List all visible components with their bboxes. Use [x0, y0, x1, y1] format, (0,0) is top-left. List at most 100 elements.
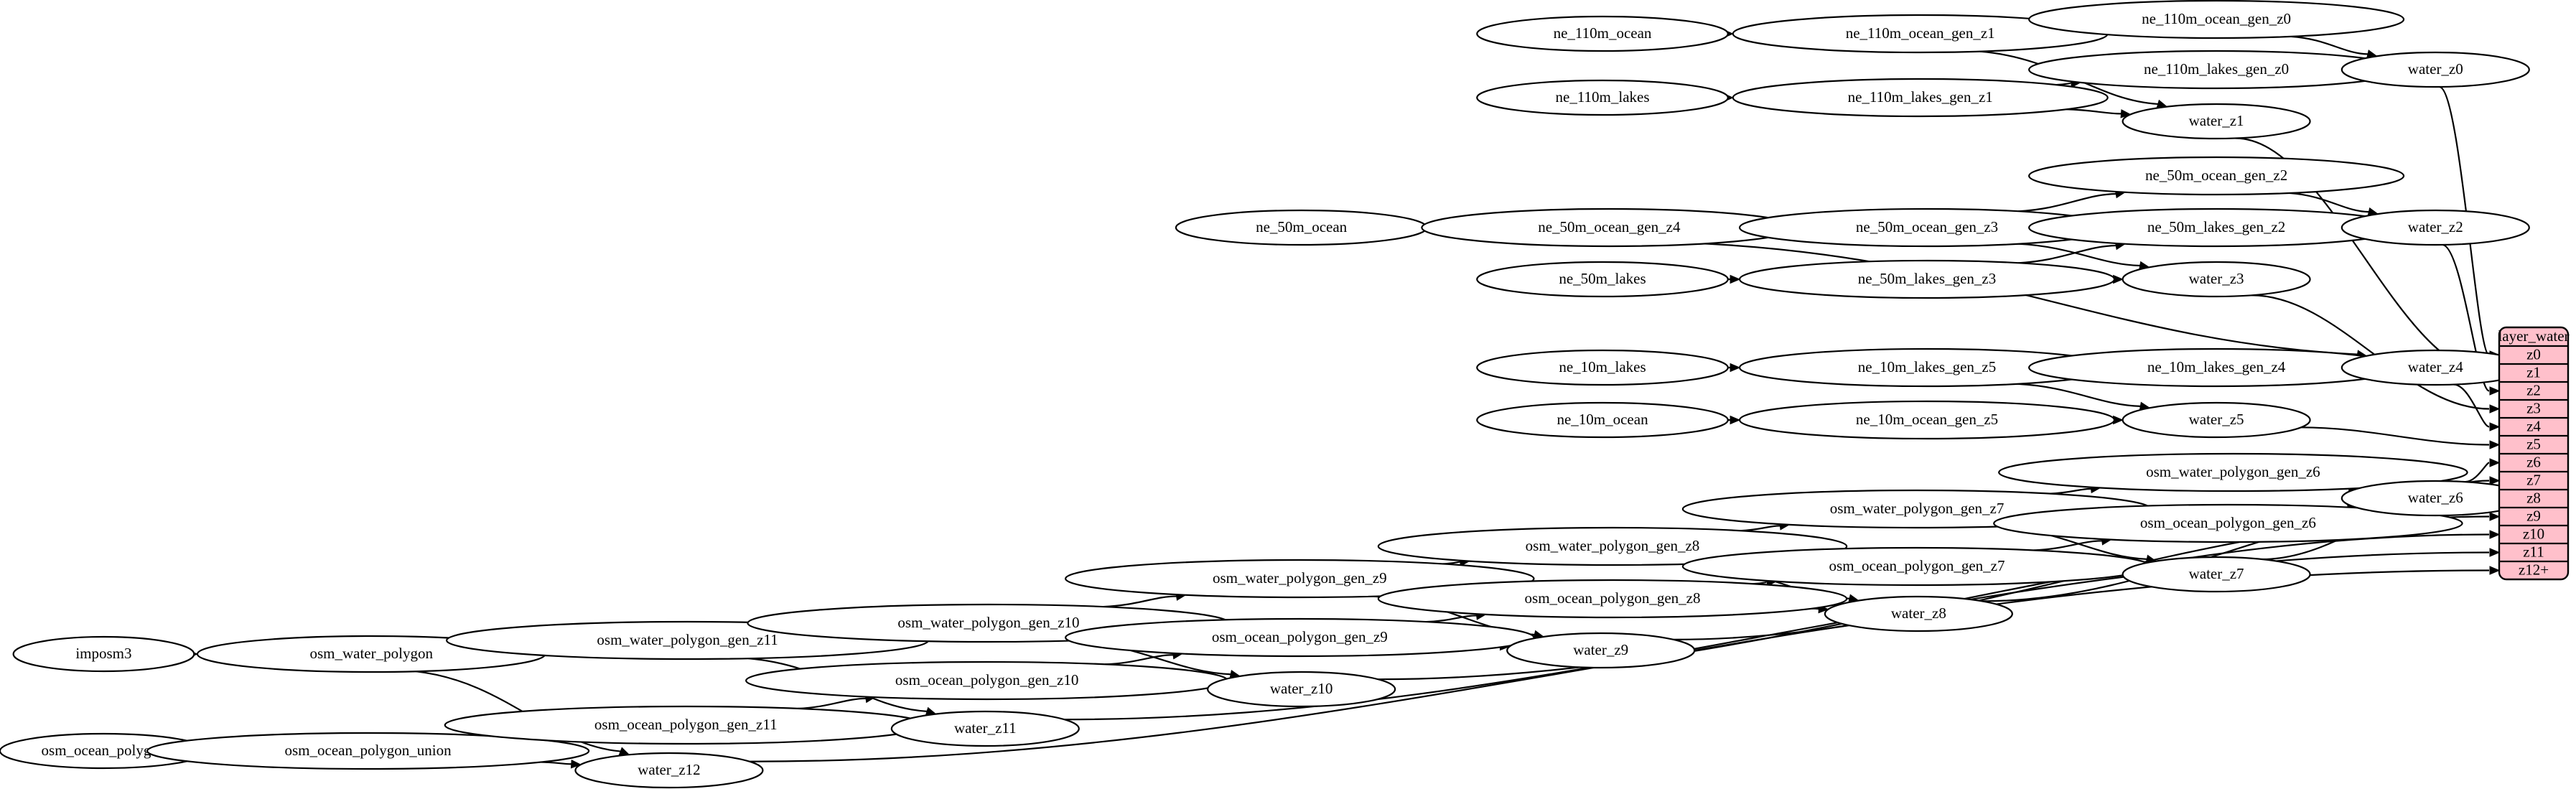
graph-node-water_z11[interactable]: water_z11 [890, 710, 1080, 747]
node-ellipse-shape[interactable] [890, 710, 1080, 747]
layer-water-row-z9[interactable]: z9 [2526, 507, 2541, 524]
node-ellipse-shape[interactable] [1476, 261, 1729, 298]
graph-node-ne_110m_lakes[interactable]: ne_110m_lakes [1476, 79, 1729, 116]
graph-node-ne_10m_lakes[interactable]: ne_10m_lakes [1476, 349, 1729, 386]
node-ellipse-shape[interactable] [1993, 503, 2463, 543]
edge-arrowhead-icon [1730, 363, 1741, 373]
edge-arrowhead-icon [2489, 530, 2501, 539]
layer-water-row-z3[interactable]: z3 [2526, 399, 2541, 416]
node-ellipse-shape[interactable] [2122, 401, 2311, 439]
graph-edge [797, 697, 867, 710]
graph-node-imposm3[interactable]: imposm3 [12, 635, 195, 673]
node-ellipse-shape[interactable] [1476, 79, 1729, 116]
graph-edge [1704, 243, 2358, 355]
node-ellipse-shape[interactable] [1738, 400, 2116, 440]
node-ellipse-shape[interactable] [1476, 349, 1729, 386]
node-ellipse-shape[interactable] [1738, 259, 2116, 299]
node-ellipse-shape[interactable] [2341, 209, 2530, 246]
graph-edge [2453, 383, 2490, 428]
graph-edge [2464, 462, 2490, 483]
layer-water-row-z0[interactable]: z0 [2526, 345, 2541, 363]
node-ellipse-shape[interactable] [12, 635, 195, 673]
graph-node-osm_ocean_polygon_gen_z10[interactable]: osm_ocean_polygon_gen_z10 [745, 660, 1229, 701]
graph-node-water_z5[interactable]: water_z5 [2122, 401, 2311, 439]
graph-edge [2442, 243, 2490, 392]
node-ellipse-shape[interactable] [1175, 209, 1428, 246]
graph-edge [1103, 595, 1177, 608]
layer-water-row-z2[interactable]: z2 [2526, 381, 2541, 398]
node-ellipse-shape[interactable] [1476, 15, 1729, 52]
graph-edge [2300, 426, 2490, 446]
graph-node-ne_110m_ocean_gen_z0[interactable]: ne_110m_ocean_gen_z0 [2028, 0, 2405, 39]
graph-edge [2017, 383, 2141, 407]
node-ellipse-shape[interactable] [2122, 261, 2311, 298]
graph-node-osm_ocean_polygon_gen_z11[interactable]: osm_ocean_polygon_gen_z11 [444, 705, 928, 745]
layer-water-row-z7[interactable]: z7 [2526, 471, 2541, 488]
graph-node-water_z7[interactable]: water_z7 [2122, 556, 2311, 593]
graph-edge [2049, 487, 2091, 495]
graph-node-ne_50m_ocean_gen_z2[interactable]: ne_50m_ocean_gen_z2 [2028, 156, 2405, 196]
node-ellipse-shape[interactable] [444, 705, 928, 745]
graph-edge [1105, 654, 1174, 666]
layer-water-row-z5[interactable]: z5 [2526, 435, 2541, 452]
graph-node-ne_50m_ocean[interactable]: ne_50m_ocean [1175, 209, 1428, 246]
node-ellipse-shape[interactable] [1824, 595, 2013, 632]
graph-node-ne_50m_lakes_gen_z3[interactable]: ne_50m_lakes_gen_z3 [1738, 259, 2116, 299]
edge-arrowhead-icon [2489, 422, 2501, 431]
node-ellipse-shape[interactable] [1681, 546, 2152, 587]
edge-arrowhead-icon [2489, 548, 2501, 557]
graph-node-water_z12[interactable]: water_z12 [574, 752, 764, 789]
node-ellipse-shape[interactable] [1506, 632, 1696, 669]
graph-node-water_z10[interactable]: water_z10 [1207, 671, 1396, 708]
edge-arrowhead-icon [2489, 404, 2501, 414]
graph-edge [2066, 108, 2122, 115]
node-ellipse-shape[interactable] [1207, 671, 1396, 708]
graph-edge [1740, 525, 1781, 532]
layer-water-row-z12+[interactable]: z12+ [2519, 561, 2549, 578]
edge-arrowhead-icon [2489, 476, 2501, 485]
node-ellipse-shape[interactable] [745, 660, 1229, 701]
graph-node-water_z0[interactable]: water_z0 [2341, 51, 2530, 88]
node-ellipse-shape[interactable] [1065, 617, 1535, 658]
graph-node-ne_10m_ocean[interactable]: ne_10m_ocean [1476, 401, 1729, 439]
layer-water-row-z8[interactable]: z8 [2526, 489, 2541, 506]
graph-node-water_z2[interactable]: water_z2 [2341, 209, 2530, 246]
node-ellipse-shape[interactable] [2028, 0, 2405, 39]
node-ellipse-shape[interactable] [2122, 103, 2311, 140]
graph-node-osm_ocean_polygon_gen_z7[interactable]: osm_ocean_polygon_gen_z7 [1681, 546, 2152, 587]
graph-node-water_z8[interactable]: water_z8 [1824, 595, 2013, 632]
edge-arrowhead-icon [1730, 415, 1741, 425]
layer-water-row-z4[interactable]: z4 [2526, 417, 2541, 434]
layer-water-table-title: layer_water [2498, 327, 2569, 345]
node-ellipse-shape[interactable] [2341, 51, 2530, 88]
layer-water-row-z1[interactable]: z1 [2526, 363, 2541, 381]
layer-water-row-z11[interactable]: z11 [2523, 543, 2544, 560]
graph-node-water_z1[interactable]: water_z1 [2122, 103, 2311, 140]
node-ellipse-shape[interactable] [1998, 452, 2468, 492]
node-ellipse-shape[interactable] [2028, 156, 2405, 196]
layer-water-row-z10[interactable]: z10 [2523, 525, 2544, 542]
graph-node-osm_ocean_polygon_gen_z8[interactable]: osm_ocean_polygon_gen_z8 [1377, 579, 1848, 619]
graph-node-ne_50m_lakes[interactable]: ne_50m_lakes [1476, 261, 1729, 298]
node-ellipse-shape[interactable] [1377, 579, 1848, 619]
node-ellipse-shape[interactable] [1732, 78, 2109, 118]
edge-arrowhead-icon [1730, 274, 1741, 284]
node-ellipse-shape[interactable] [146, 732, 590, 770]
node-ellipse-shape[interactable] [574, 752, 764, 789]
graph-node-water_z3[interactable]: water_z3 [2122, 261, 2311, 298]
graph-edge [2033, 540, 2102, 551]
layer-water-row-z6[interactable]: z6 [2526, 453, 2541, 470]
graph-edge [2018, 244, 2117, 264]
graph-node-water_z9[interactable]: water_z9 [1506, 632, 1696, 669]
graph-node-ne_110m_ocean[interactable]: ne_110m_ocean [1476, 15, 1729, 52]
graph-node-ne_110m_lakes_gen_z1[interactable]: ne_110m_lakes_gen_z1 [1732, 78, 2109, 118]
graph-node-ne_10m_ocean_gen_z5[interactable]: ne_10m_ocean_gen_z5 [1738, 400, 2116, 440]
layer-water-table[interactable]: layer_waterz0z1z2z3z4z5z6z7z8z9z10z11z12… [2498, 326, 2570, 581]
graph-node-osm_ocean_polygon_gen_z9[interactable]: osm_ocean_polygon_gen_z9 [1065, 617, 1535, 658]
node-ellipse-shape[interactable] [1476, 401, 1729, 439]
node-ellipse-shape[interactable] [2122, 556, 2311, 593]
edge-arrowhead-icon [2489, 440, 2501, 449]
edge-arrowhead-icon [2489, 386, 2501, 396]
